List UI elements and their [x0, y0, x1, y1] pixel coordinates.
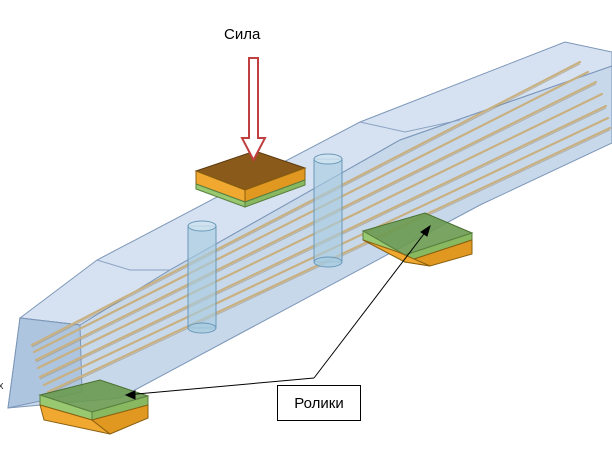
rebar-shadow: [31, 63, 581, 348]
pointer-line-to-left-roller: [125, 377, 315, 396]
load-plate: [194, 150, 307, 208]
arrowhead-icon: [420, 224, 431, 237]
roller-support-left: [38, 379, 150, 435]
edge-text-fragment: x: [0, 380, 4, 392]
rebar: [30, 60, 582, 347]
rebar: [32, 70, 590, 354]
force-arrow: [240, 57, 267, 163]
force-label: Сила: [224, 26, 261, 43]
pointer-lines: [124, 224, 431, 400]
vertical-cylinder: [313, 153, 343, 268]
rollers-label: Ролики: [294, 394, 344, 412]
beam-edge-line: [359, 119, 461, 133]
roller-support-right: [361, 212, 474, 267]
arrowhead-icon: [124, 390, 136, 400]
pointer-line-to-right-roller: [313, 225, 431, 379]
rollers-label-box: Ролики: [277, 385, 361, 421]
vertical-cylinder: [187, 220, 217, 334]
beam-edge-line: [96, 259, 170, 271]
